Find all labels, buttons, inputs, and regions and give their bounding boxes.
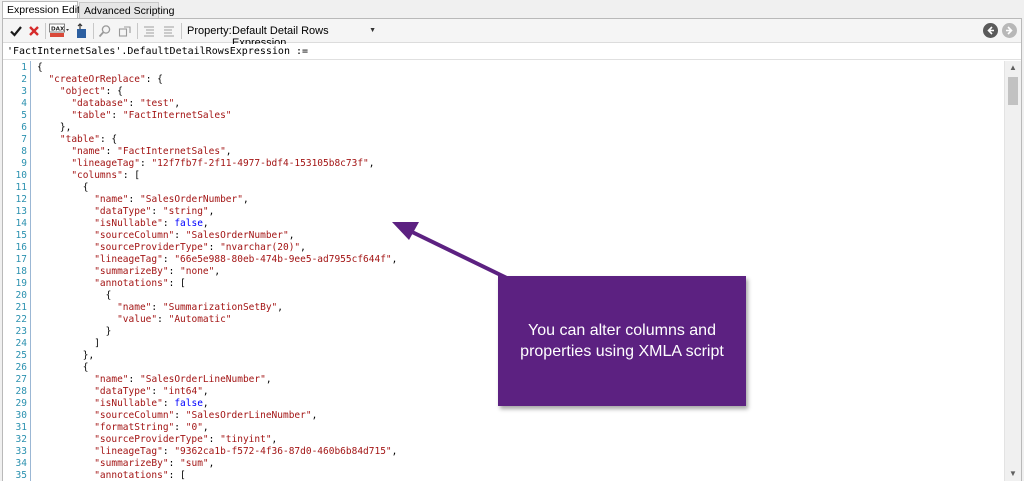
- code-line: {: [37, 62, 43, 73]
- find-icon[interactable]: [97, 22, 113, 40]
- code-line: "value": "Automatic": [117, 314, 232, 325]
- property-dropdown[interactable]: Default Detail Rows Expression ▼: [229, 23, 379, 49]
- scroll-down-icon[interactable]: ▼: [1009, 469, 1017, 478]
- code-line: "name": "SalesOrderNumber",: [94, 194, 249, 205]
- forward-arrow-icon[interactable]: [1002, 23, 1017, 38]
- expression-header: 'FactInternetSales'.DefaultDetailRowsExp…: [3, 44, 1021, 60]
- back-arrow-icon[interactable]: [983, 23, 998, 38]
- code-line: "summarizeBy": "sum",: [94, 458, 215, 469]
- dax-format-icon[interactable]: DAX: [48, 22, 70, 40]
- replace-icon[interactable]: [117, 22, 133, 40]
- code-line: "annotations": [: [94, 278, 186, 289]
- code-line: "name": "SalesOrderLineNumber",: [94, 374, 272, 385]
- line-number: 1: [21, 62, 27, 73]
- tab-strip: Expression Editor Advanced Scripting: [0, 0, 1024, 19]
- line-number: 6: [21, 122, 27, 133]
- line-number: 22: [15, 314, 27, 325]
- comment-icon[interactable]: [141, 22, 157, 40]
- expression-editor-panel: DAX Property: Default Detail R: [2, 18, 1022, 481]
- code-line: },: [37, 350, 95, 361]
- code-line: "sourceProviderType": "nvarchar(20)",: [94, 242, 306, 253]
- line-number: 19: [15, 278, 27, 289]
- line-number: 32: [15, 434, 27, 445]
- line-number: 30: [15, 410, 27, 421]
- property-label: Property:: [187, 25, 232, 37]
- code-line: "sourceProviderType": "tinyint",: [94, 434, 278, 445]
- code-line: "columns": [: [71, 170, 140, 181]
- line-number: 24: [15, 338, 27, 349]
- line-number: 33: [15, 446, 27, 457]
- line-number: 13: [15, 206, 27, 217]
- line-number: 27: [15, 374, 27, 385]
- code-line: "table": {: [59, 134, 118, 145]
- code-line: "lineageTag": "9362ca1b-f572-4f36-87d0-4…: [94, 446, 398, 457]
- line-number: 20: [15, 290, 27, 301]
- line-number: 8: [21, 146, 27, 157]
- uncomment-icon[interactable]: [161, 22, 177, 40]
- line-number: 28: [15, 386, 27, 397]
- vertical-scrollbar[interactable]: ▲ ▼: [1004, 61, 1021, 481]
- line-number: 21: [15, 302, 27, 313]
- line-number: 34: [15, 458, 27, 469]
- line-number: 14: [15, 218, 27, 229]
- line-number: 2: [21, 74, 27, 85]
- line-number: 3: [21, 86, 27, 97]
- code-line: "name": "FactInternetSales",: [71, 146, 232, 157]
- line-number: 4: [21, 98, 27, 109]
- code-line: "lineageTag": "66e5e988-80eb-474b-9ee5-a…: [94, 254, 398, 265]
- code-line: "annotations": [: [94, 470, 186, 481]
- line-number: 35: [15, 470, 27, 481]
- line-number: 29: [15, 398, 27, 409]
- code-line: ]: [37, 338, 100, 349]
- line-number: 11: [15, 182, 27, 193]
- code-line: "summarizeBy": "none",: [94, 266, 221, 277]
- code-line: }: [37, 326, 112, 337]
- line-number: 10: [15, 170, 27, 181]
- code-line: "name": "SummarizationSetBy",: [117, 302, 283, 313]
- line-number: 12: [15, 194, 27, 205]
- line-number: 17: [15, 254, 27, 265]
- line-number: 23: [15, 326, 27, 337]
- code-line: },: [37, 122, 72, 133]
- line-number: 5: [21, 110, 27, 121]
- toolbar: DAX Property: Default Detail R: [3, 19, 1021, 49]
- code-line: "createOrReplace": {: [48, 74, 163, 85]
- code-line: "lineageTag": "12f7fb7f-2f11-4977-bdf4-1…: [71, 158, 375, 169]
- annotation-callout: You can alter columns and properties usi…: [498, 276, 746, 406]
- code-line: "table": "FactInternetSales": [71, 110, 232, 121]
- code-line: {: [37, 362, 89, 373]
- line-number: 31: [15, 422, 27, 433]
- line-number: 18: [15, 266, 27, 277]
- code-line: "dataType": "string",: [94, 206, 215, 217]
- line-number: 16: [15, 242, 27, 253]
- scrollbar-thumb[interactable]: [1008, 77, 1018, 105]
- tab-advanced-scripting[interactable]: Advanced Scripting: [79, 2, 174, 19]
- chevron-down-icon: ▼: [369, 27, 376, 34]
- code-line: {: [37, 290, 112, 301]
- insert-icon[interactable]: [73, 22, 89, 40]
- dax-badge: DAX: [51, 27, 65, 33]
- line-number: 9: [21, 158, 27, 169]
- callout-text: You can alter columns and properties usi…: [520, 322, 724, 360]
- code-line: "object": {: [59, 86, 123, 97]
- code-line: "database": "test",: [71, 98, 181, 109]
- code-line: "isNullable": false,: [94, 218, 209, 229]
- line-number: 25: [15, 350, 27, 361]
- cancel-icon[interactable]: [26, 22, 42, 40]
- code-line: "isNullable": false,: [94, 398, 209, 409]
- tab-expression-editor[interactable]: Expression Editor: [2, 1, 89, 19]
- line-number: 26: [15, 362, 27, 373]
- code-line: "sourceColumn": "SalesOrderLineNumber",: [94, 410, 318, 421]
- check-icon[interactable]: [8, 22, 24, 40]
- code-line: "formatString": "0",: [94, 422, 209, 433]
- code-line: {: [37, 182, 89, 193]
- scroll-up-icon[interactable]: ▲: [1009, 63, 1017, 72]
- code-line: "dataType": "int64",: [94, 386, 209, 397]
- code-line: "sourceColumn": "SalesOrderNumber",: [94, 230, 295, 241]
- line-number: 7: [21, 134, 27, 145]
- line-number: 15: [15, 230, 27, 241]
- code-area[interactable]: { "createOrReplace": { "object": { "data…: [37, 61, 997, 481]
